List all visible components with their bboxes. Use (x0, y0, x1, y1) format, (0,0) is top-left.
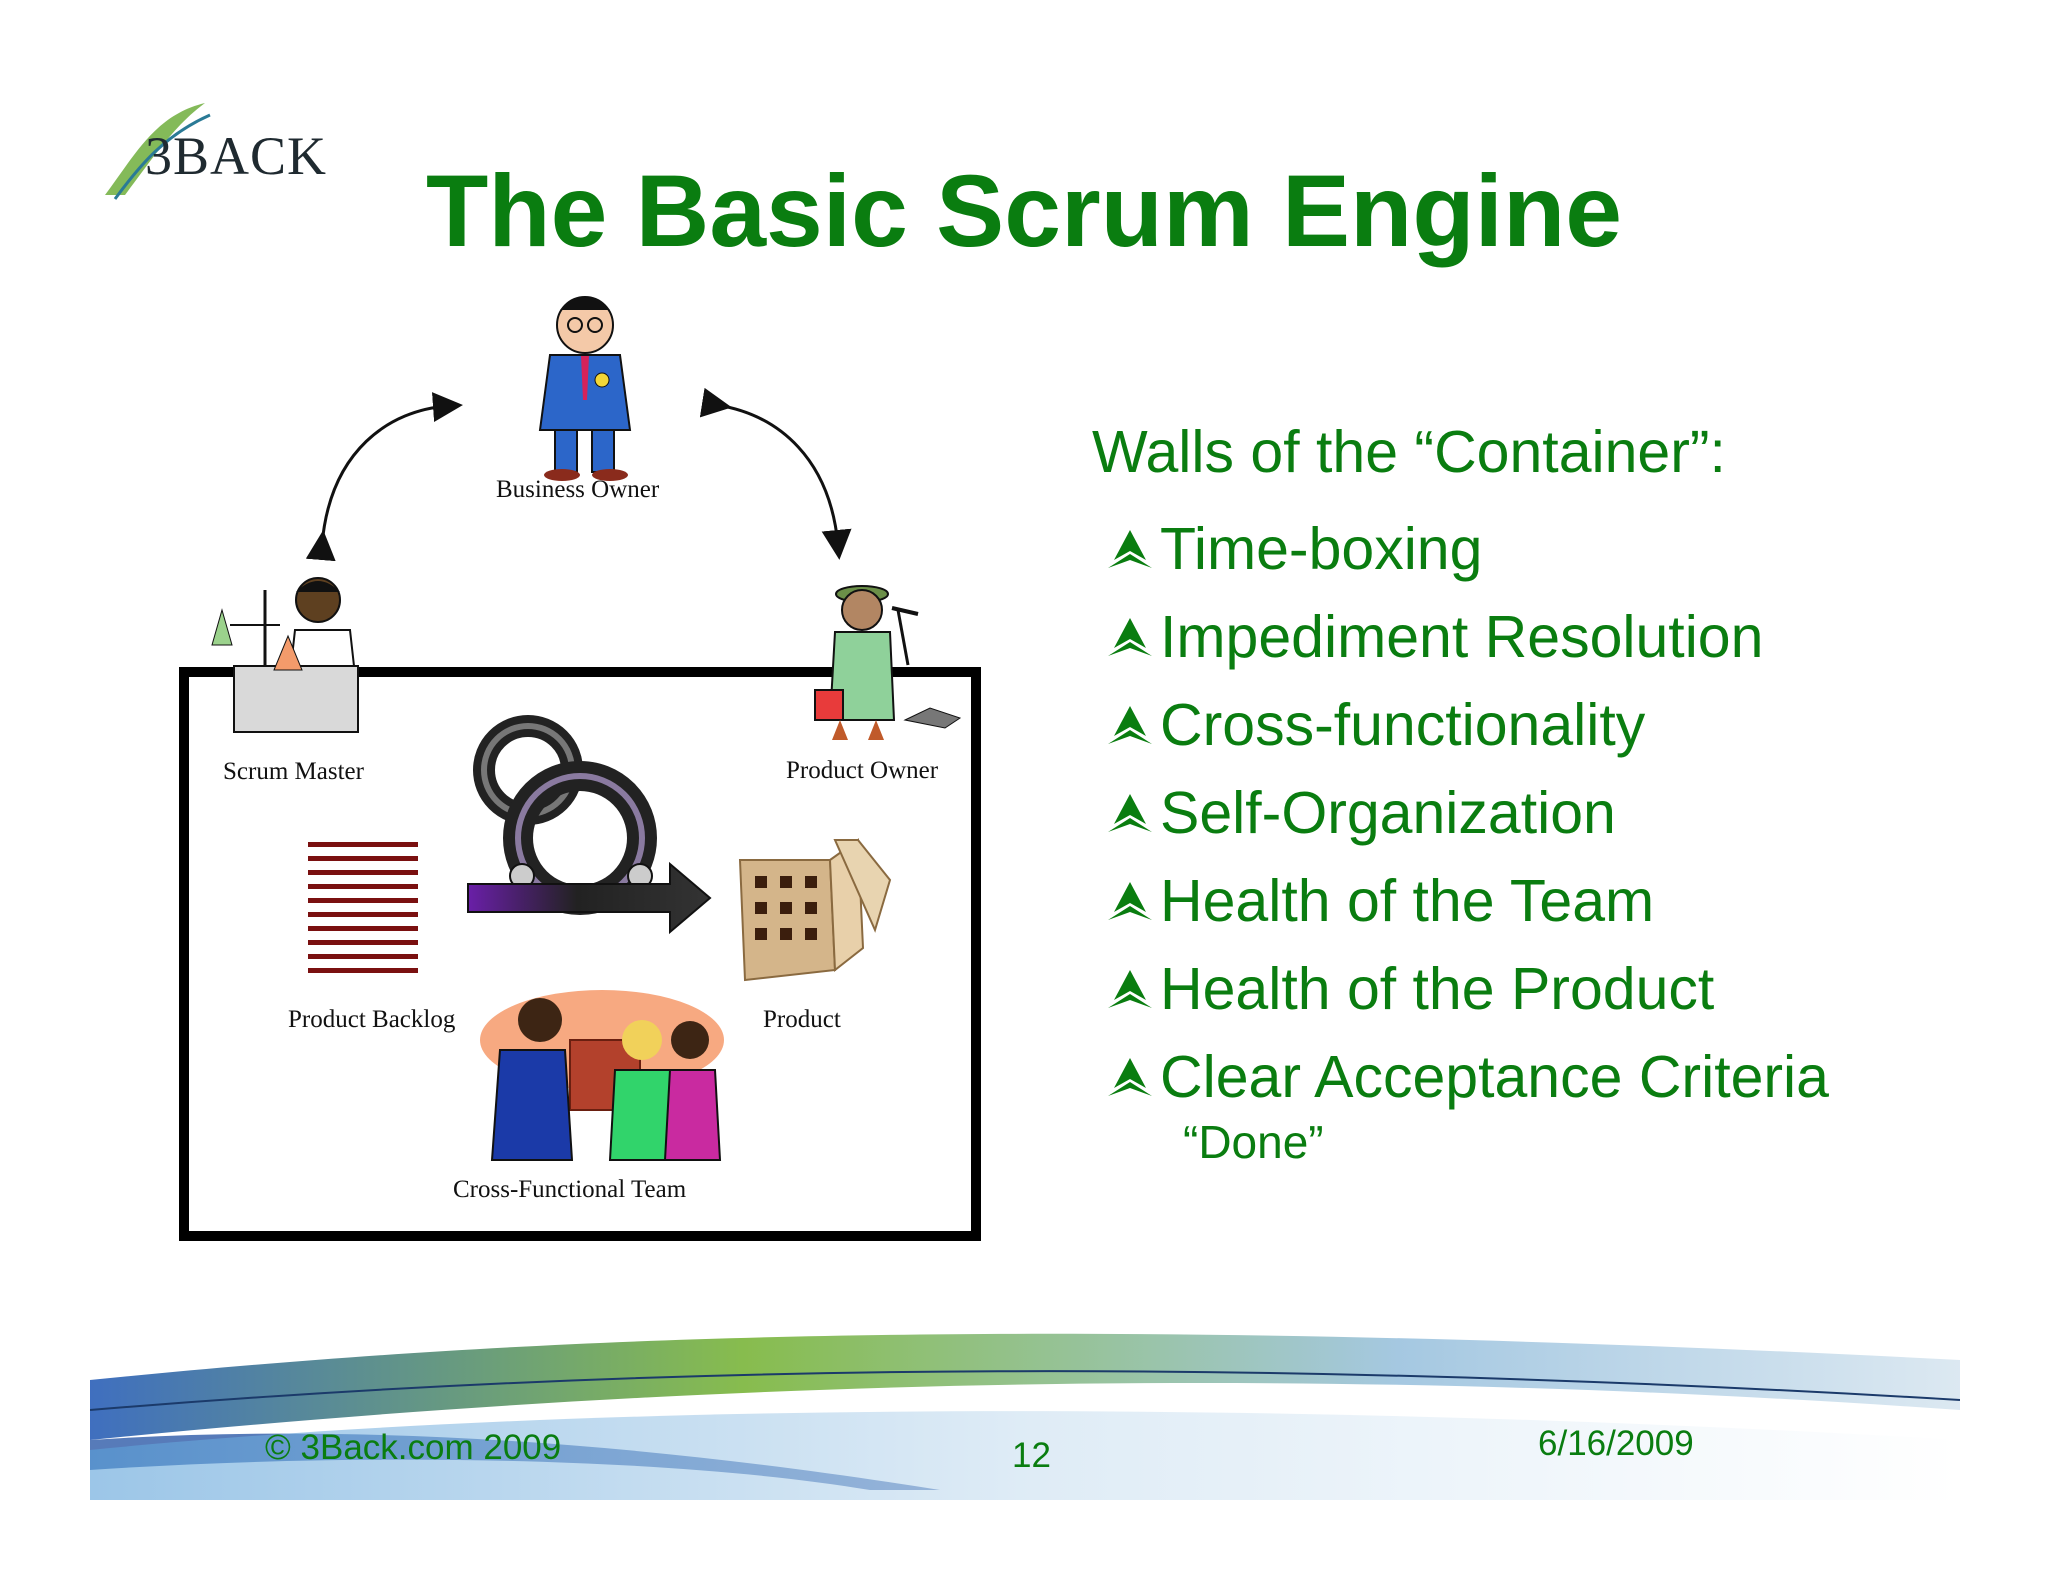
product-label: Product (763, 1006, 841, 1033)
done-sub-item: “Done” (1183, 1116, 1324, 1168)
list-item: Cross-functionality (1100, 681, 2000, 769)
product-backlog-stack (308, 842, 418, 973)
arrow-bullet-icon (1108, 882, 1152, 920)
arrow-bullet-icon (1108, 706, 1152, 744)
list-item-label: Cross-functionality (1160, 692, 1646, 758)
arrow-bullet-icon (1108, 530, 1152, 568)
arrow-bullet-icon (1108, 618, 1152, 656)
footer-wave (89, 1300, 1961, 1500)
list-item-label: Impediment Resolution (1160, 604, 1764, 670)
list-item-label: Health of the Team (1160, 868, 1655, 934)
business-owner-label: Business Owner (496, 476, 660, 503)
product-owner-figure (814, 585, 962, 740)
team-label: Cross-Functional Team (453, 1176, 687, 1203)
footer-copyright: © 3Back.com 2009 (265, 1428, 562, 1467)
page-number: 12 (1012, 1436, 1051, 1475)
product-backlog-label: Product Backlog (288, 1006, 456, 1033)
scrum-diagram: Business Owner Scrum Master Product Owne… (170, 280, 1010, 1260)
arrow-bullet-icon (1108, 794, 1152, 832)
list-item-label: Clear Acceptance Criteria (1160, 1044, 1829, 1110)
footer-date: 6/16/2009 (1538, 1424, 1694, 1463)
slide-title: The Basic Scrum Engine (425, 154, 1622, 268)
list-item: Time-boxing (1100, 505, 2000, 593)
logo-text: 3BACK (145, 126, 328, 186)
product-owner-label: Product Owner (786, 757, 939, 784)
list-item-label: Health of the Product (1160, 956, 1715, 1022)
list-item-label: Time-boxing (1160, 516, 1483, 582)
walls-heading: Walls of the “Container”: (1092, 419, 1726, 485)
list-item: Health of the Product (1100, 945, 2000, 1033)
gear-cycle-icon (473, 715, 657, 915)
team-figure (480, 990, 724, 1161)
company-logo: 3BACK (95, 95, 326, 205)
list-item: Self-Organization (1100, 769, 2000, 857)
scrum-master-figure (211, 577, 359, 733)
list-item: Clear Acceptance Criteria (1100, 1033, 2000, 1121)
logo-swoosh-icon (105, 103, 211, 200)
arrow-bullet-icon (1108, 1058, 1152, 1096)
scrum-master-label: Scrum Master (223, 758, 364, 785)
arrow-left-curved (305, 392, 463, 562)
arrow-bullet-icon (1108, 970, 1152, 1008)
process-arrow (467, 861, 712, 935)
business-owner-figure (538, 296, 632, 481)
container-frame (179, 667, 981, 1241)
wine-box-icon (738, 838, 892, 982)
list-item-label: Self-Organization (1160, 780, 1616, 846)
list-item: Impediment Resolution (1100, 593, 2000, 681)
list-item: Health of the Team (1100, 857, 2000, 945)
walls-list: Time-boxing Impediment Resolution Cross-… (1100, 505, 2000, 1121)
arrow-right-curved (699, 387, 852, 560)
